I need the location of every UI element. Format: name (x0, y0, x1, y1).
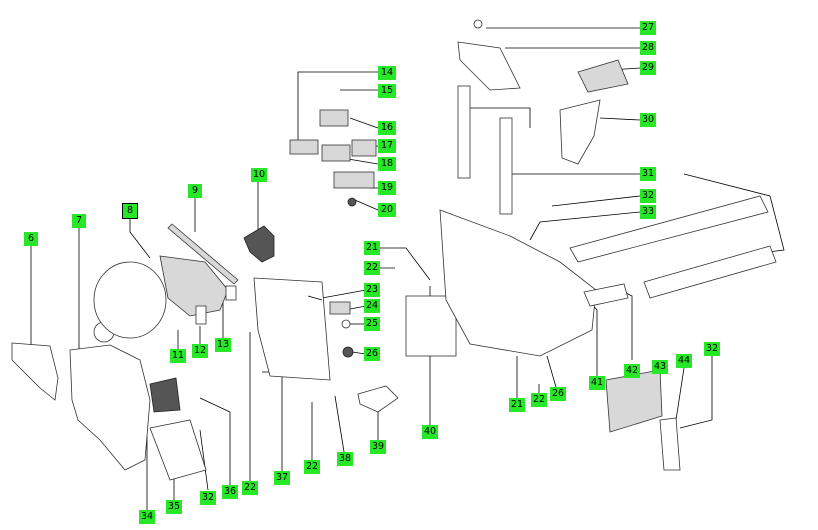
callout-31: 31 (640, 167, 656, 181)
callout-39: 39 (370, 440, 386, 454)
callout-28: 28 (640, 41, 656, 55)
main-base (439, 209, 597, 357)
callout-37: 37 (274, 471, 290, 485)
callout-12: 12 (192, 344, 208, 358)
callout-14: 14 (378, 66, 396, 80)
part-23-spring (307, 295, 323, 301)
callout-16: 16 (378, 121, 396, 135)
callout-33: 33 (640, 205, 656, 219)
callout-10: 10 (251, 168, 267, 182)
callout-26b: 26 (550, 387, 566, 401)
part-13 (225, 285, 237, 301)
part-20 (347, 197, 357, 207)
column-right (499, 117, 513, 215)
callout-21a: 21 (364, 241, 380, 255)
part-14 (289, 139, 319, 155)
part-35-scale (149, 419, 207, 481)
callout-41: 41 (589, 376, 605, 390)
callout-9: 9 (188, 184, 202, 198)
callout-25: 25 (364, 317, 380, 331)
callout-22c: 22 (304, 460, 320, 474)
part-8-cover (159, 255, 229, 317)
callout-34: 34 (139, 510, 155, 524)
part-43 (605, 369, 663, 433)
part-31-tube-upper (569, 195, 769, 263)
part-28-bracket (457, 41, 521, 91)
callout-35: 35 (166, 500, 182, 514)
part-12 (195, 305, 207, 325)
part-19 (333, 171, 375, 189)
part-10-knob (243, 225, 275, 263)
callout-30: 30 (640, 113, 656, 127)
callout-40: 40 (422, 425, 438, 439)
part-26 (342, 346, 354, 358)
part-17 (351, 139, 377, 157)
callout-7: 7 (72, 214, 86, 228)
part-41-42 (583, 283, 629, 307)
part-16 (319, 109, 349, 127)
callout-21b: 21 (509, 398, 525, 412)
callout-23: 23 (364, 283, 380, 297)
callout-26a: 26 (364, 347, 380, 361)
callout-27: 27 (640, 21, 656, 35)
callout-22d: 22 (531, 393, 547, 407)
callout-36: 36 (222, 485, 238, 499)
callout-20: 20 (378, 203, 396, 217)
part-8-motor-housing (93, 261, 167, 339)
callout-38: 38 (337, 452, 353, 466)
callout-17: 17 (378, 139, 396, 153)
callout-15: 15 (378, 84, 396, 98)
part-40-brackets (405, 295, 457, 357)
callout-32a: 32 (640, 189, 656, 203)
part-37-guide-plate (253, 277, 331, 381)
callout-13: 13 (215, 338, 231, 352)
callout-32b: 32 (200, 491, 216, 505)
callout-44: 44 (676, 354, 692, 368)
part-18 (321, 144, 351, 162)
part-29 (577, 59, 629, 93)
callout-42: 42 (624, 364, 640, 378)
part-34 (149, 377, 181, 413)
part-6-plate (11, 342, 59, 401)
part-24 (329, 301, 351, 315)
callout-22a: 22 (364, 261, 380, 275)
callout-19: 19 (378, 181, 396, 195)
callout-6: 6 (24, 232, 38, 246)
part-30 (559, 99, 601, 165)
callout-32c: 32 (704, 342, 720, 356)
part-27-screw (473, 19, 483, 29)
part-31-tube-lower (643, 245, 777, 299)
callout-8: 8 (122, 203, 138, 219)
callout-18: 18 (378, 157, 396, 171)
callout-29: 29 (640, 61, 656, 75)
part-9-rod (167, 223, 239, 285)
part-7-housing (69, 344, 151, 471)
column-left (457, 85, 471, 179)
callout-43: 43 (652, 360, 668, 374)
part-39-handle (357, 385, 399, 413)
part-44 (659, 417, 681, 471)
part-25 (341, 319, 351, 329)
callout-24: 24 (364, 299, 380, 313)
callout-11: 11 (170, 349, 186, 363)
callout-22b: 22 (242, 481, 258, 495)
